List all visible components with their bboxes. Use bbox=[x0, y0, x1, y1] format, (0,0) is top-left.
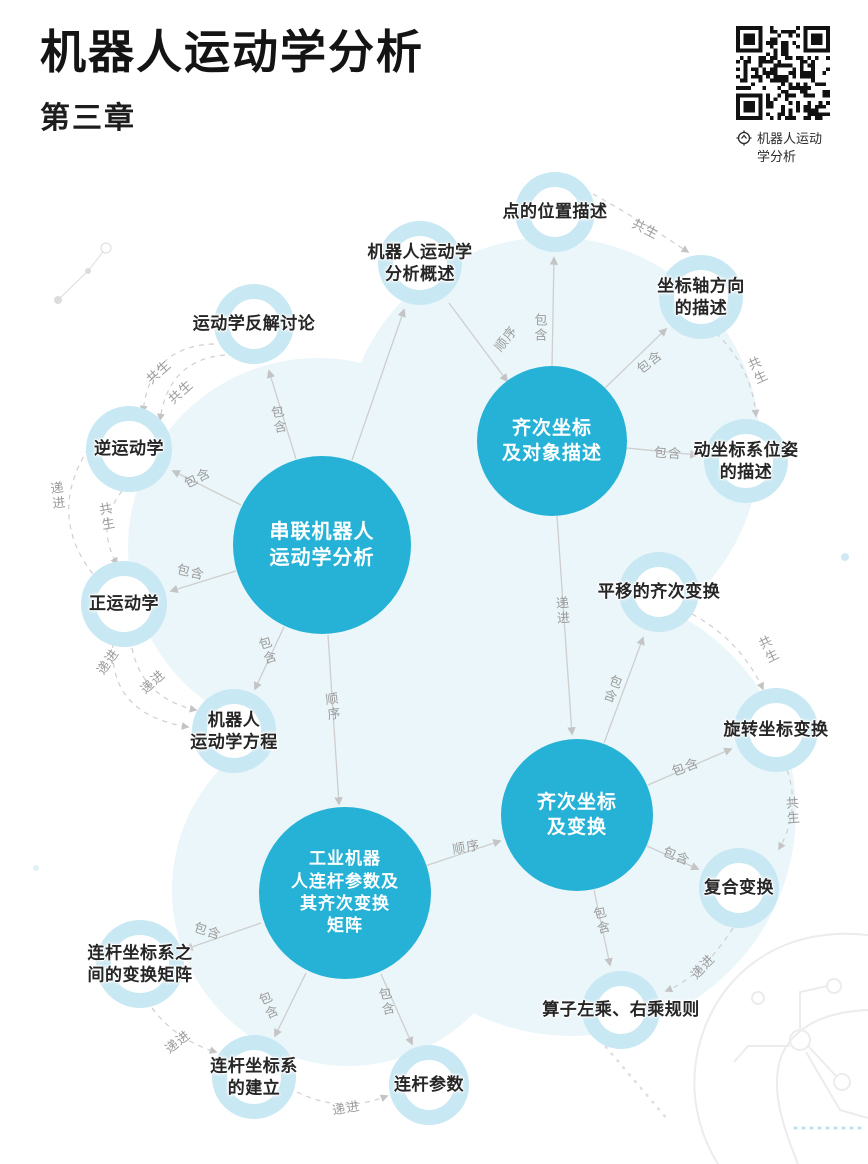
qr-random-modules bbox=[736, 26, 830, 120]
edge-label: 共生 bbox=[783, 795, 801, 827]
satellite-node[interactable]: 连杆参数 bbox=[389, 1045, 469, 1125]
satellite-label: 逆运动学 bbox=[94, 439, 164, 459]
edge-label: 递进 bbox=[553, 595, 571, 627]
satellite-node[interactable]: 点的位置描述 bbox=[503, 172, 607, 252]
node-ring bbox=[212, 1035, 296, 1119]
satellite-node[interactable]: 机器人 运动学方程 bbox=[190, 689, 278, 773]
satellite-label: 连杆参数 bbox=[394, 1075, 464, 1095]
satellite-label: 连杆坐标系 的建立 bbox=[210, 1056, 298, 1097]
edge-label: 包含 bbox=[532, 313, 548, 343]
network-motif bbox=[54, 242, 112, 304]
satellite-label: 旋转坐标变换 bbox=[723, 720, 829, 740]
satellite-label: 点的位置描述 bbox=[502, 202, 608, 222]
satellite-label: 坐标轴方向 的描述 bbox=[657, 276, 745, 317]
accent-dot bbox=[33, 865, 39, 871]
hub-label: 齐次坐标 及对象描述 bbox=[501, 417, 602, 464]
satellite-node[interactable]: 连杆坐标系之 间的变换矩阵 bbox=[88, 920, 192, 1008]
hub-node-homogeneous-transform[interactable]: 齐次坐标 及变换 bbox=[501, 739, 653, 891]
satellite-label: 复合变换 bbox=[704, 878, 774, 898]
satellite-node[interactable]: 旋转坐标变换 bbox=[724, 688, 828, 772]
satellite-label: 正运动学 bbox=[89, 594, 159, 614]
satellite-node[interactable]: 运动学反解讨论 bbox=[193, 284, 315, 364]
satellite-node[interactable]: 算子左乘、右乘规则 bbox=[542, 971, 699, 1049]
watermark-head-circuit bbox=[693, 932, 868, 1164]
chapter-subtitle: 第三章 bbox=[40, 101, 136, 135]
edge-label: 递进 bbox=[47, 480, 67, 512]
satellite-node[interactable]: 逆运动学 bbox=[86, 406, 172, 492]
satellite-node[interactable]: 动坐标系位姿 的描述 bbox=[694, 419, 798, 503]
satellite-node[interactable]: 平移的齐次变换 bbox=[598, 552, 720, 632]
dotted-line-gray bbox=[598, 1038, 670, 1122]
brand-label: 机器人运动 学分析 bbox=[757, 131, 823, 164]
satellite-node[interactable]: 复合变换 bbox=[699, 848, 779, 928]
hub-label: 工业机器 人连杆参数及 其齐次变换 矩阵 bbox=[291, 849, 399, 936]
hub-label: 齐次坐标 及变换 bbox=[536, 791, 617, 838]
satellite-node[interactable]: 正运动学 bbox=[81, 561, 167, 647]
hub-node-homogeneous-object[interactable]: 齐次坐标 及对象描述 bbox=[477, 366, 627, 516]
hub-node-link-parameters[interactable]: 工业机器 人连杆参数及 其齐次变换 矩阵 bbox=[259, 807, 431, 979]
satellite-label: 运动学反解讨论 bbox=[192, 314, 316, 334]
brand-block: 机器人运动 学分析 bbox=[736, 26, 836, 165]
hub-node-serial-robot[interactable]: 串联机器人 运动学分析 bbox=[233, 456, 411, 634]
accent-dot bbox=[841, 553, 849, 561]
satellite-label: 机器人 运动学方程 bbox=[190, 710, 278, 751]
satellite-label: 平移的齐次变换 bbox=[597, 582, 721, 602]
hub-label: 串联机器人 运动学分析 bbox=[269, 520, 375, 569]
page-title: 机器人运动学分析 bbox=[40, 26, 424, 78]
satellite-label: 算子左乘、右乘规则 bbox=[542, 1000, 700, 1020]
satellite-label: 机器人运动学 分析概述 bbox=[367, 242, 473, 283]
satellite-node[interactable]: 机器人运动学 分析概述 bbox=[368, 221, 472, 305]
qr-code bbox=[736, 26, 836, 120]
node-ring bbox=[659, 255, 743, 339]
satellite-node[interactable]: 坐标轴方向 的描述 bbox=[657, 255, 745, 339]
edge-label: 包含 bbox=[653, 444, 683, 462]
header: 机器人运动学分析 第三章 bbox=[40, 26, 424, 137]
satellite-node[interactable]: 连杆坐标系 的建立 bbox=[210, 1035, 298, 1119]
satellite-label: 动坐标系位姿 的描述 bbox=[693, 440, 799, 481]
satellite-label: 连杆坐标系之 间的变换矩阵 bbox=[87, 943, 193, 984]
brand-icon bbox=[736, 130, 752, 151]
edge-label: 顺序 bbox=[322, 691, 342, 723]
